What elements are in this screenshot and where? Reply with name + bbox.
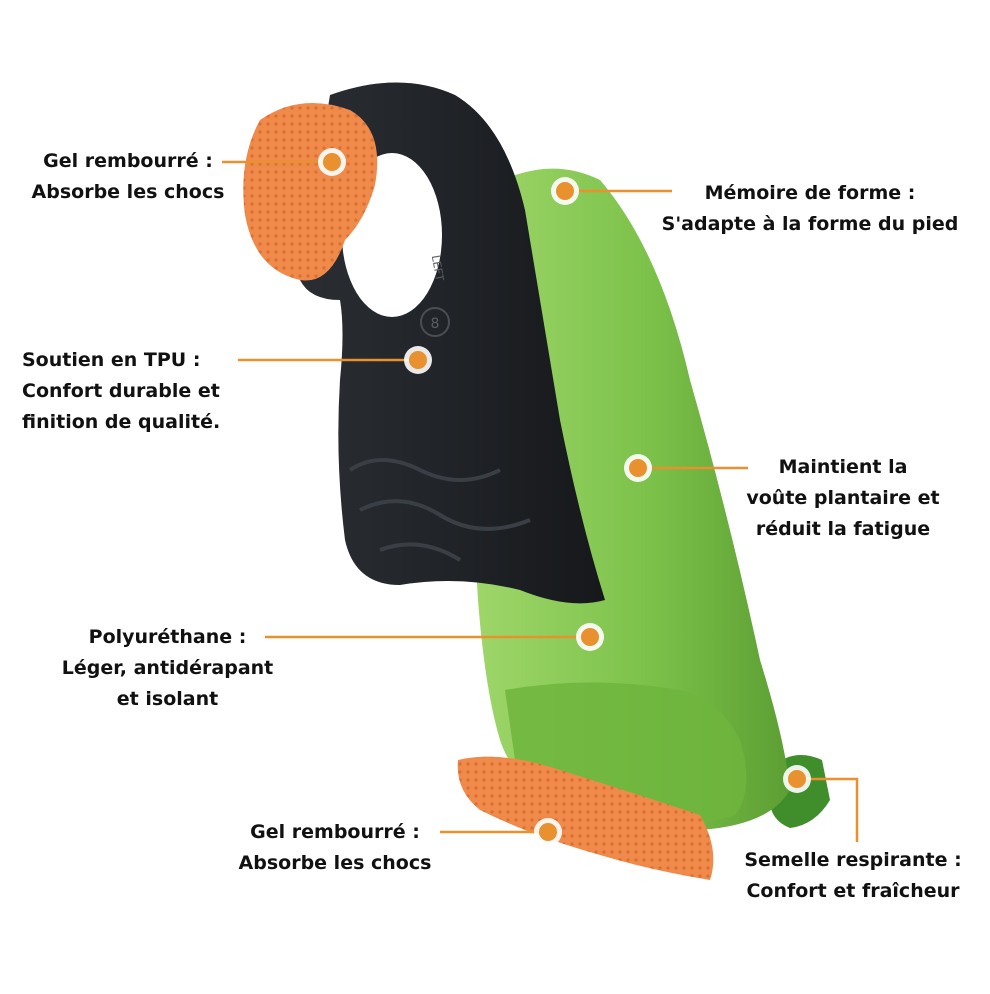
callout-memory-text: S'adapte à la forme du pied xyxy=(661,213,959,235)
callout-memory-title: Mémoire de forme : xyxy=(704,182,916,204)
side-text: LEFT xyxy=(429,254,446,282)
marker-dot-gel-fore xyxy=(539,823,557,841)
callout-gel-heel: Gel rembourré : Absorbe les chocs xyxy=(18,146,238,208)
callout-tpu-text-2: finition de qualité. xyxy=(22,411,221,433)
callout-gel-fore-text: Absorbe les chocs xyxy=(238,852,432,874)
tpu-waves xyxy=(348,458,531,562)
callout-tpu-title: Soutien en TPU : xyxy=(22,349,201,371)
marker-dot-pu xyxy=(581,628,599,646)
callout-memory: Mémoire de forme : S'adapte à la forme d… xyxy=(645,178,975,240)
leader-line-breathable xyxy=(797,777,859,842)
green-foam-body xyxy=(474,168,790,831)
callout-pu-text-2: et isolant xyxy=(116,688,219,710)
callout-breathable-title: Semelle respirante : xyxy=(744,849,962,871)
callout-arch: Maintient la voûte plantaire et réduit l… xyxy=(728,452,958,545)
callout-pu-title: Polyuréthane : xyxy=(88,626,247,648)
callout-pu-text-1: Léger, antidérapant xyxy=(61,657,274,679)
callout-gel-fore: Gel rembourré : Absorbe les chocs xyxy=(225,817,445,879)
callout-arch-text-2: voûte plantaire et xyxy=(746,487,940,509)
size-badge xyxy=(420,307,450,337)
forefoot-gel-pad xyxy=(457,756,714,880)
heel-gel-pad xyxy=(243,102,378,281)
callout-gel-heel-title: Gel rembourré : xyxy=(43,150,213,172)
callout-gel-heel-text: Absorbe les chocs xyxy=(31,181,225,203)
callout-arch-text-1: Maintient la xyxy=(778,456,908,478)
callout-breathable-text: Confort et fraîcheur xyxy=(746,880,960,902)
leader-lines xyxy=(222,160,859,842)
callout-tpu: Soutien en TPU : Confort durable et fini… xyxy=(22,345,262,438)
callout-arch-text-3: réduit la fatigue xyxy=(755,518,931,540)
marker-dot-tpu xyxy=(409,351,427,369)
marker-dot-breathable xyxy=(788,770,806,788)
callout-markers xyxy=(318,148,811,846)
size-text: 8 xyxy=(431,316,440,332)
callout-tpu-text-1: Confort durable et xyxy=(22,380,220,402)
marker-dot-gel-heel xyxy=(323,153,341,171)
callout-gel-fore-title: Gel rembourré : xyxy=(250,821,420,843)
callout-pu: Polyuréthane : Léger, antidérapant et is… xyxy=(45,622,290,715)
marker-dot-arch xyxy=(629,459,647,477)
marker-dot-memory xyxy=(556,182,574,200)
callout-breathable: Semelle respirante : Confort et fraîcheu… xyxy=(728,845,978,907)
